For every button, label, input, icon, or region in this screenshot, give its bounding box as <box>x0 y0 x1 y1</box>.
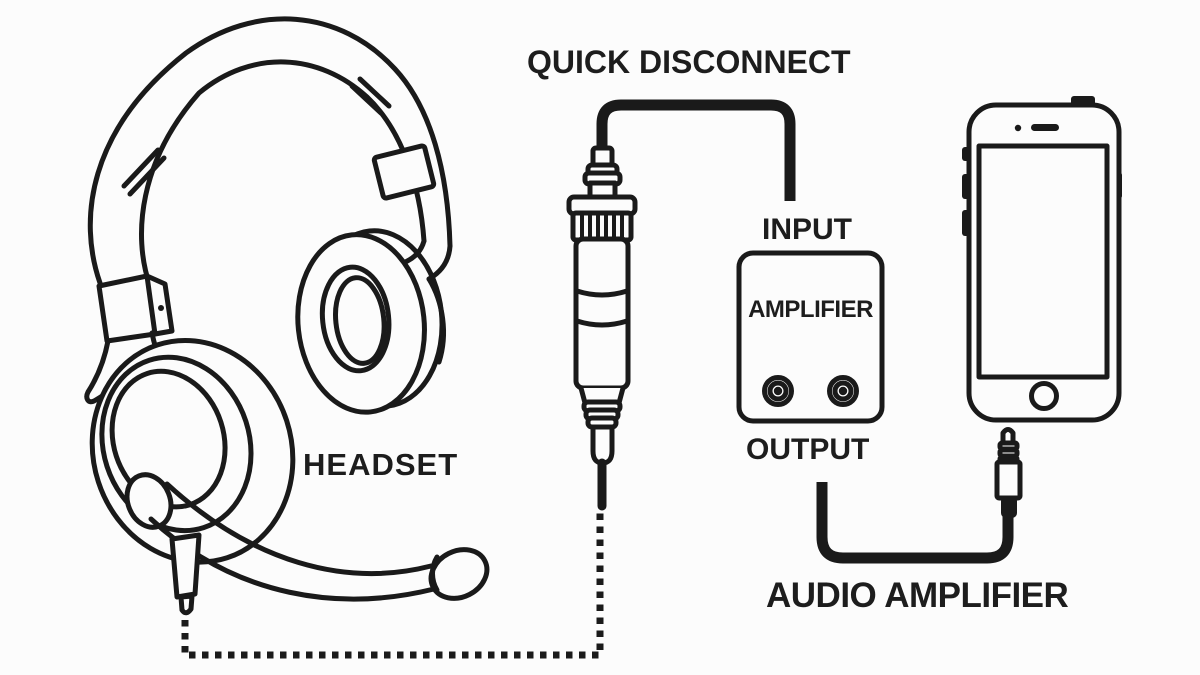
phone-screen <box>976 143 1110 380</box>
rca-jack-icon <box>762 375 794 407</box>
ear-cup-right <box>295 228 445 415</box>
quick-disconnect-label: QUICK DISCONNECT <box>527 44 851 80</box>
phone-speaker-icon <box>1031 124 1059 131</box>
audio-jack-plug-icon <box>994 427 1023 518</box>
output-label: OUTPUT <box>746 433 870 466</box>
dotted-cable-line <box>181 511 604 659</box>
quick-disconnect-connector-icon <box>566 99 796 511</box>
amplifier-box-icon <box>736 250 885 424</box>
headband-slider-right <box>371 143 437 201</box>
rca-jack-icon <box>827 375 859 407</box>
headset-icon <box>84 16 490 616</box>
headband-slider-left <box>96 273 175 344</box>
smartphone-icon <box>962 96 1122 423</box>
amplifier-label: AMPLIFIER <box>748 296 873 323</box>
input-label: INPUT <box>762 213 852 246</box>
phone-camera-icon <box>1014 124 1022 132</box>
cable-line <box>816 482 1014 564</box>
phone-home-button-icon <box>1029 381 1059 411</box>
audio-amplifier-label: AUDIO AMPLIFIER <box>766 576 1069 615</box>
headset-label: HEADSET <box>303 447 459 482</box>
headset-cable-plug <box>169 532 202 616</box>
cable-line <box>596 99 796 201</box>
